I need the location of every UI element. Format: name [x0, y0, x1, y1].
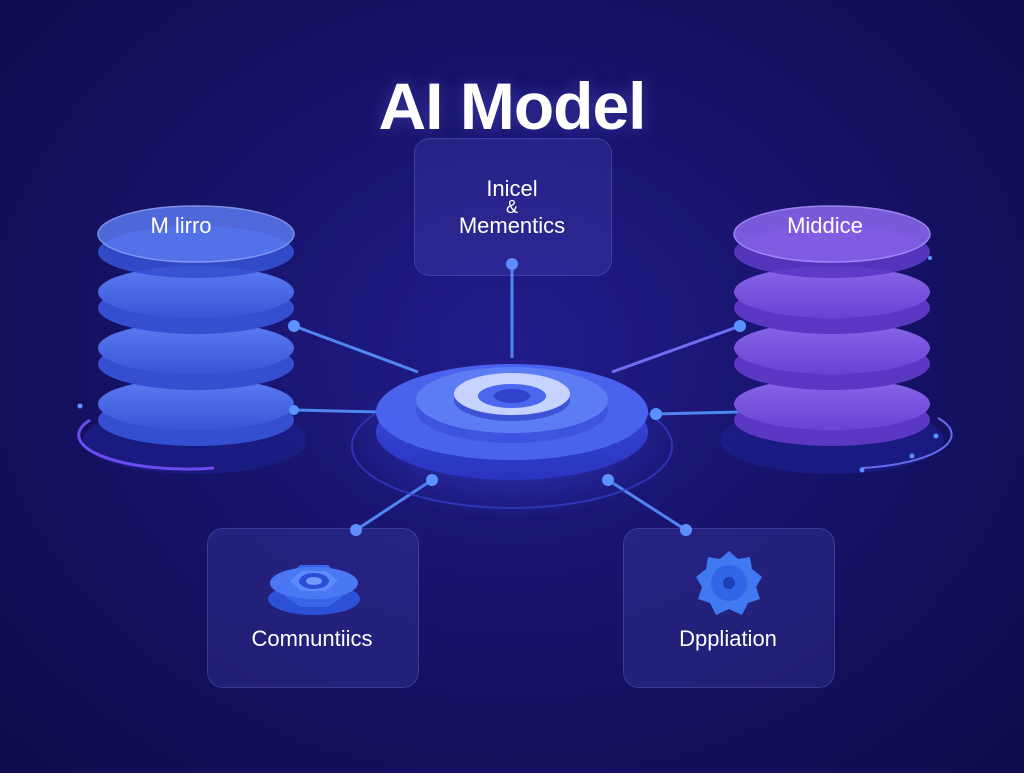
node-dot-small-right-4: [928, 256, 932, 260]
right-disk-1: [733, 205, 931, 278]
badge-icon: [696, 551, 762, 615]
left-stack-ring: [77, 418, 215, 471]
diagram-title: AI Model: [378, 69, 647, 143]
bottom-right-node-label: Dppliation: [679, 626, 777, 651]
node-dot-bottom-left: [350, 524, 362, 536]
node-dot-hub-right: [602, 474, 614, 486]
left-stack-label: M lirro: [150, 213, 212, 238]
left-disk-1: [97, 205, 295, 278]
node-dot-left-upper: [288, 320, 300, 332]
bottom-left-node-card: [207, 528, 419, 688]
node-dot-hub-left: [426, 474, 438, 486]
connector-right-upper: [611, 324, 741, 374]
bottom-right-node-card: [623, 528, 835, 688]
central-hub: [342, 360, 682, 520]
node-dot-small-left: [77, 403, 83, 409]
top-node-label-line3: Mementics: [458, 213, 566, 238]
connector-left-upper: [293, 324, 419, 374]
left-disk-3: [98, 322, 294, 390]
node-dot-small-right-1: [933, 433, 939, 439]
node-dot-small-right-3: [859, 467, 865, 473]
right-stack-ring: [861, 417, 953, 469]
left-stack: [77, 205, 307, 474]
node-dot-top: [506, 258, 518, 270]
gear-icon: [268, 565, 360, 615]
connector-nodes: [77, 256, 939, 536]
right-stack: [720, 205, 953, 474]
node-dot-right-lower: [650, 408, 662, 420]
hub-core: [494, 389, 530, 403]
left-disk-2: [98, 266, 294, 334]
right-disk-2: [734, 266, 930, 334]
left-disk-4: [98, 378, 294, 446]
node-dot-right-upper: [734, 320, 746, 332]
bottom-left-node-label: Comnuntiics: [251, 626, 373, 651]
top-node-card: [414, 138, 612, 276]
node-dot-small-right-2: [909, 453, 915, 459]
right-disk-4: [734, 378, 930, 446]
right-disk-3: [734, 322, 930, 390]
top-node-label-line1: Inicel: [486, 176, 538, 201]
top-node-label-line2: &: [505, 197, 518, 217]
right-stack-label: Middice: [787, 213, 863, 238]
node-dot-bottom-right: [680, 524, 692, 536]
node-dot-left-lower: [289, 405, 299, 415]
